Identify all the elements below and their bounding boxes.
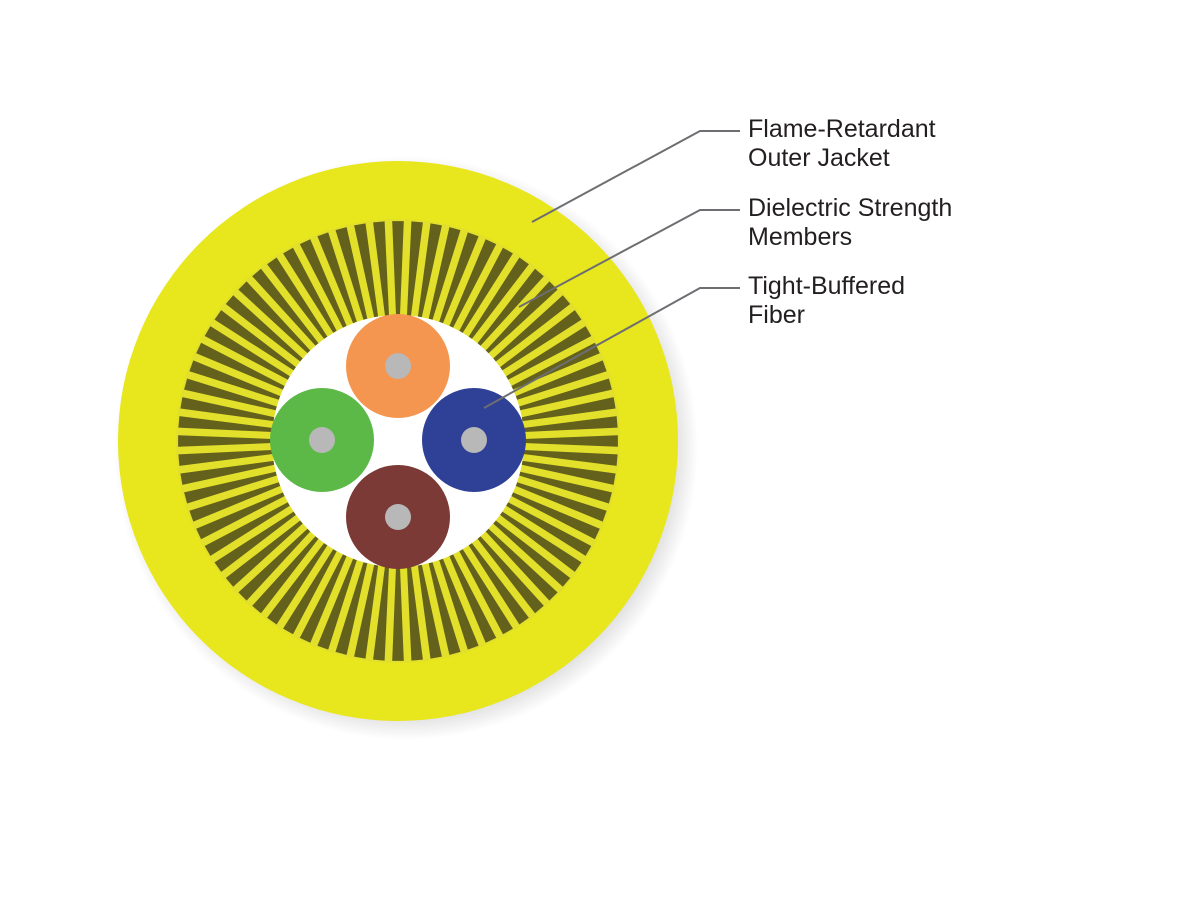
strength-member-strand	[252, 268, 319, 346]
strength-member-strand	[184, 378, 277, 411]
strength-member-strand	[225, 520, 303, 587]
strength-member-strand	[506, 326, 592, 380]
leader-line-outer-jacket	[531, 130, 740, 223]
strength-member-strand	[354, 564, 379, 659]
strength-member-strand	[283, 247, 337, 333]
core-area	[272, 315, 524, 567]
strength-member-strand	[493, 295, 571, 362]
strength-member-strand	[459, 549, 513, 635]
strength-member-strand	[519, 378, 612, 411]
strength-member-strand	[184, 471, 277, 504]
brown-fiber	[346, 465, 450, 569]
callout-tight-buffered-line-1: Tight-Buffered	[748, 272, 905, 300]
strength-member-strand	[511, 342, 600, 390]
strength-member-strand	[373, 566, 389, 661]
strength-member-strand	[417, 223, 442, 318]
strength-member-strand	[299, 239, 347, 328]
strength-member-strand	[238, 528, 311, 601]
strength-member-strand	[335, 562, 368, 655]
strength-member-strand	[204, 326, 290, 380]
strength-member-strand	[283, 549, 337, 635]
strength-member-strand	[523, 416, 618, 432]
callout-outer-jacket-line-2: Outer Jacket	[748, 144, 890, 172]
strength-member-strand	[335, 227, 368, 320]
callout-strength-members-line-1: Dielectric Strength	[748, 194, 952, 222]
strength-member-strand	[214, 511, 296, 572]
strength-member-strand	[524, 435, 618, 447]
strength-member-strand	[204, 502, 290, 556]
strength-member-strand	[449, 554, 497, 643]
strength-member-strand	[468, 543, 529, 625]
strength-member-strand	[299, 554, 347, 643]
strength-member-strand	[189, 482, 281, 522]
strength-member-strand	[354, 223, 379, 318]
strength-member-strand	[180, 397, 275, 422]
strength-member-strand	[515, 482, 607, 522]
green-fiber	[270, 388, 374, 492]
strength-member-strand	[407, 221, 423, 316]
strength-member-strand	[477, 268, 544, 346]
strength-member-strand	[506, 502, 592, 556]
leader-line-tight-buffered	[483, 287, 740, 409]
strength-member-strand	[515, 360, 607, 400]
leader-line-strength-members	[518, 209, 740, 308]
strength-member-strand	[196, 492, 285, 540]
strength-member-strand	[439, 232, 479, 324]
callout-tight-buffered: Tight-Buffered Fiber	[748, 272, 905, 329]
leader-lines	[483, 130, 740, 409]
strength-member-strand	[459, 247, 513, 333]
strength-member-strand	[252, 536, 319, 614]
strength-member-strand	[521, 397, 616, 422]
strength-member-strand	[485, 528, 558, 601]
strength-member-strand	[523, 450, 618, 466]
strength-member-strand	[449, 239, 497, 328]
strength-member-strand	[178, 435, 272, 447]
blue-fiber	[422, 388, 526, 492]
fiber-group	[270, 314, 526, 569]
strength-member-strand	[493, 520, 571, 587]
strength-member-strand	[519, 471, 612, 504]
callout-tight-buffered-line-2: Fiber	[748, 301, 805, 329]
strength-member-strand	[477, 536, 544, 614]
strength-member-strand	[521, 460, 616, 485]
strength-member-strand	[178, 450, 273, 466]
strength-member-strand	[225, 295, 303, 362]
callout-strength-members: Dielectric Strength Members	[748, 194, 952, 251]
strength-member-strand	[317, 232, 357, 324]
strength-member-strand	[417, 564, 442, 659]
strength-member-strand	[428, 562, 461, 655]
strength-member-strand	[392, 567, 404, 661]
strength-member-strand	[468, 257, 529, 339]
strength-member-strand	[317, 558, 357, 650]
strength-member-strands	[178, 221, 618, 661]
strength-member-strand	[500, 310, 582, 371]
strength-member-strand	[189, 360, 281, 400]
strength-member-strand	[214, 310, 296, 371]
callout-outer-jacket-line-1: Flame-Retardant	[748, 115, 936, 143]
strength-member-strand	[407, 566, 423, 661]
callout-outer-jacket: Flame-Retardant Outer Jacket	[748, 115, 936, 172]
strength-member-strand	[511, 492, 600, 540]
callout-strength-members-line-2: Members	[748, 223, 852, 251]
strength-member-strand	[373, 221, 389, 316]
strength-member-strand	[178, 416, 273, 432]
strength-member-strand	[196, 342, 285, 390]
strength-member-strand	[428, 227, 461, 320]
strength-member-strand	[180, 460, 275, 485]
strength-member-strand	[392, 221, 404, 315]
strength-member-strand	[485, 281, 558, 354]
strength-member-strand	[238, 281, 311, 354]
strength-member-strand	[439, 558, 479, 650]
orange-fiber	[346, 314, 450, 418]
strength-member-strand	[500, 511, 582, 572]
strength-member-strand	[267, 543, 328, 625]
strength-member-strand	[267, 257, 328, 339]
